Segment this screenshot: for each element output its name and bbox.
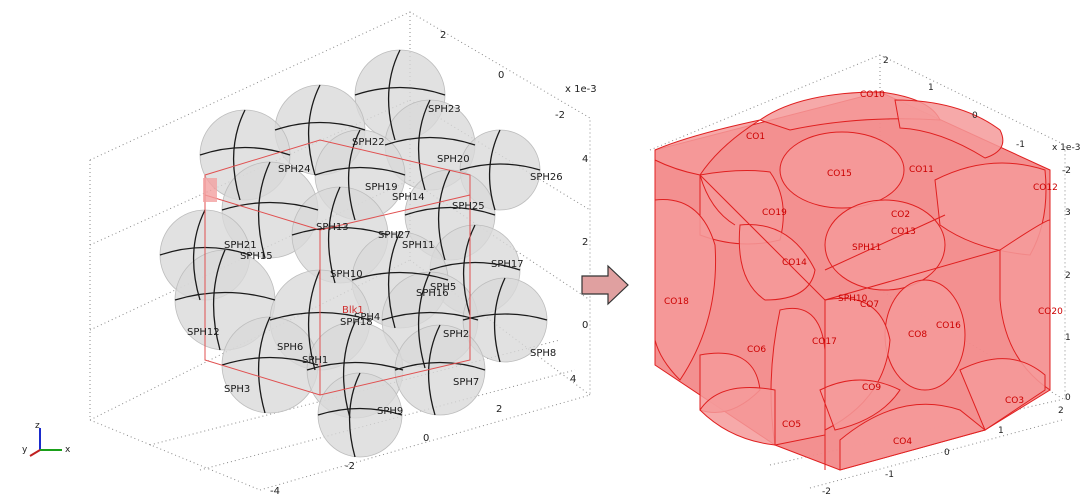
tick-bottom-3: -1 — [885, 470, 894, 480]
tick-top-3: -1 — [1016, 140, 1025, 150]
sphere-label: SPH19 — [365, 182, 398, 193]
sphere-label: SPH23 — [428, 104, 461, 115]
tick-right-0: 4 — [582, 154, 588, 165]
tick-top-1: 1 — [928, 83, 934, 93]
sphere-label: SPH22 — [352, 137, 385, 148]
axis-triad: z x y — [22, 421, 71, 457]
sphere-label: SPH3 — [224, 384, 250, 395]
composite-label: CO3 — [1005, 396, 1024, 406]
tick-bottom-2: 0 — [944, 448, 950, 458]
composite-label: CO19 — [762, 208, 787, 218]
sphere-label: SPH7 — [453, 377, 479, 388]
sphere-label: SPH11 — [402, 240, 435, 251]
composite-label: CO14 — [782, 258, 807, 268]
composite-label: CO18 — [664, 297, 689, 307]
composite-label: CO4 — [893, 437, 912, 447]
transition-arrow — [581, 264, 629, 306]
sphere-label: SPH4 — [354, 312, 380, 323]
tick-top-2: -2 — [555, 110, 565, 121]
tick-bottom-0: 2 — [1058, 406, 1064, 416]
tick-right-4: 0 — [1065, 393, 1071, 403]
tick-bottom-4: -2 — [822, 487, 831, 495]
sphere-label: SPH24 — [278, 164, 311, 175]
exponent-label-left: x 1e-3 — [565, 84, 597, 95]
tick-bottom-2: 0 — [423, 433, 429, 444]
sphere-label: SPH18 — [340, 317, 373, 328]
sphere-label: SPH20 — [437, 154, 470, 165]
composite-label: CO11 — [909, 165, 934, 175]
composite-label: CO17 — [812, 337, 837, 347]
sphere-label: SPH25 — [452, 201, 485, 212]
composite-label: CO1 — [746, 132, 765, 142]
left-spheres — [159, 49, 548, 458]
tick-right-2: 0 — [582, 320, 588, 331]
sphere-label: SPH10 — [330, 269, 363, 280]
composite-label: CO13 — [891, 227, 916, 237]
composite-label: SPH11 — [852, 243, 881, 253]
composite-label: CO8 — [908, 330, 927, 340]
sphere-label: SPH8 — [530, 348, 556, 359]
tick-top-0: 2 — [883, 56, 889, 66]
x-axis-label: x — [65, 445, 71, 455]
sphere-label: SPH15 — [240, 251, 273, 262]
composite-label: CO20 — [1038, 307, 1063, 317]
tick-right-3: 1 — [1065, 333, 1071, 343]
tick-top-2: 0 — [972, 111, 978, 121]
composite-label: CO12 — [1033, 183, 1058, 193]
tick-right-1: 3 — [1065, 208, 1071, 218]
tick-top-0: 2 — [440, 30, 446, 41]
composite-label: CO16 — [936, 321, 961, 331]
left-geometry-view: 2 0 -2 4 2 0 4 2 0 -2 -4 x 1e-3 SPH23 SP… — [89, 11, 597, 495]
sphere-label: SPH12 — [187, 327, 220, 338]
composite-label: CO7 — [860, 300, 879, 310]
composite-label: CO2 — [891, 210, 910, 220]
tick-top-1: 0 — [498, 70, 504, 81]
sphere-label: SPH17 — [491, 259, 524, 270]
left-sphere-edges — [159, 49, 548, 458]
sphere-labels: SPH23 SPH22 SPH20 SPH24 SPH19 SPH14 SPH2… — [187, 104, 563, 417]
composite-label: CO5 — [782, 420, 801, 430]
composite-label: CO15 — [827, 169, 852, 179]
tick-bottom-1: 2 — [496, 404, 502, 415]
composite-label: CO10 — [860, 90, 885, 100]
tick-right-2: 2 — [1065, 271, 1071, 281]
composite-label: CO9 — [862, 383, 881, 393]
composite-faces — [654, 91, 1051, 471]
sphere-label: SPH6 — [277, 342, 303, 353]
tick-bottom-1: 1 — [998, 426, 1004, 436]
composite-label: SPH10 — [838, 294, 868, 304]
sphere-label: SPH1 — [302, 355, 328, 366]
tick-bottom-0: 4 — [570, 374, 576, 385]
sphere-label: SPH2 — [443, 329, 469, 340]
exponent-label-right: x 1e-3 — [1052, 143, 1080, 153]
block-label: Blk1 — [342, 305, 364, 316]
composite-edges — [699, 174, 1001, 470]
sphere-label: SPH21 — [224, 240, 257, 251]
blk1-face-visible — [203, 178, 217, 202]
tick-right-0: -2 — [1062, 166, 1071, 176]
sphere-label: SPH5 — [430, 282, 456, 293]
sphere-label: SPH13 — [316, 222, 349, 233]
composite-label: CO6 — [747, 345, 766, 355]
tick-bottom-3: -2 — [345, 461, 355, 472]
sphere-label: SPH26 — [530, 172, 563, 183]
tick-bottom-4: -4 — [270, 486, 280, 495]
z-axis-label: z — [35, 421, 40, 431]
sphere-label: SPH9 — [377, 406, 403, 417]
sphere-label: SPH14 — [392, 192, 425, 203]
y-axis-label: y — [22, 445, 28, 455]
sphere-label: SPH27 — [378, 230, 411, 241]
left-axis-ticks: 2 0 -2 4 2 0 4 2 0 -2 -4 x 1e-3 — [270, 30, 597, 495]
block-blk1 — [204, 139, 471, 396]
tick-right-1: 2 — [582, 237, 588, 248]
sphere-label: SPH16 — [416, 288, 449, 299]
right-axis-ticks: 2 1 0 -1 -2 3 2 1 0 2 1 0 -1 -2 x 1e-3 — [822, 56, 1080, 495]
y-axis-line — [29, 449, 41, 457]
composite-labels: CO10 CO1 CO15 CO11 CO12 CO19 CO2 CO13 SP… — [664, 90, 1063, 447]
right-geometry-view: CO10 CO1 CO15 CO11 CO12 CO19 CO2 CO13 SP… — [649, 54, 1080, 495]
